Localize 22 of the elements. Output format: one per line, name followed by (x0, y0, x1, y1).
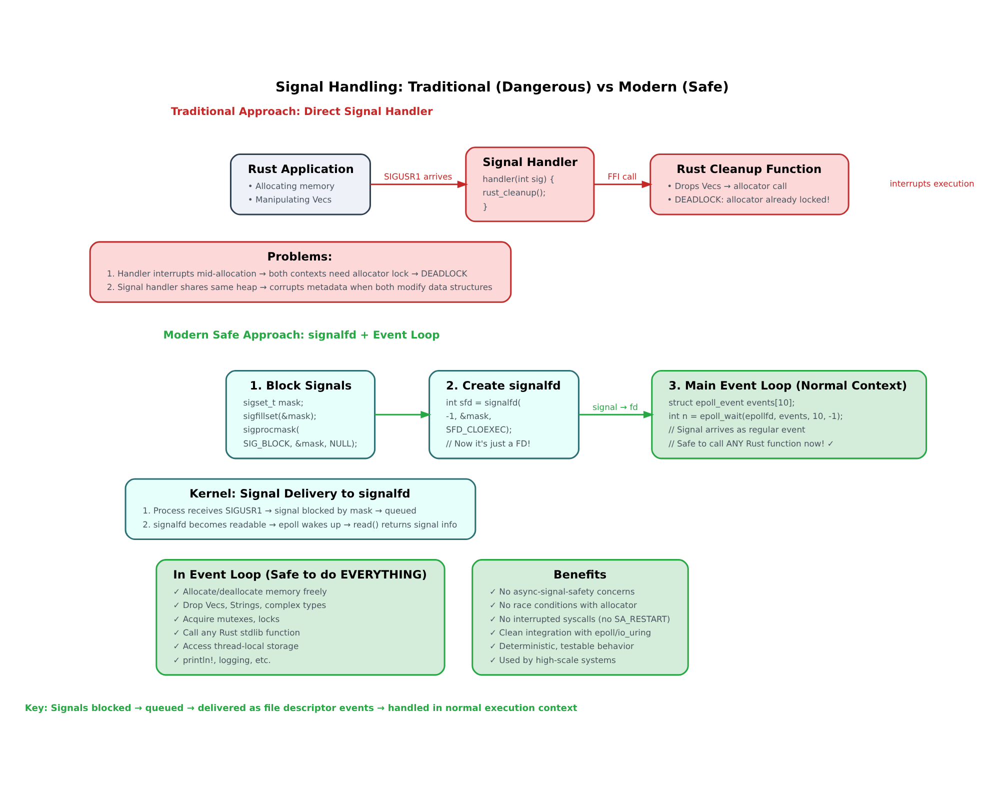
arrow (374, 410, 432, 418)
label: interrupts execution (890, 178, 974, 188)
node-box: Benefits ✓ No async-signal-safety concerns ✓ No race conditions with allocator ✓ No interrupted syscalls (no SA_RESTART) ✓ Clean integration with epoll/io_uring ✓ Deterministic, testable behavior ✓ Used by high-scale systems (472, 558, 689, 676)
edge-label: SIGUSR1 arrives (384, 171, 452, 182)
node-box: 1. Block Signals sigset_t mask; sigfillset(&mask); sigprocmask( SIG_BLOCK, &mask, NULL); (225, 370, 376, 459)
node-box: 2. Create signalfd int sfd = signalfd( -1, &mask, SFD_CLOEXEC); // Now it's just a FD! (428, 370, 580, 459)
node-box: Problems: 1. Handler interrupts mid-allocation → both contexts need allocator lock → DEADLOCK 2. Signal handler shares same heap → corrupts metadata when both modify data structures (89, 240, 512, 302)
caption: Key: Signals blocked → queued → delivered as file descriptor events → handled in normal execution context (24, 703, 578, 714)
arrow (594, 180, 652, 188)
label: Modern Safe Approach: signalfd + Event Loop (163, 328, 440, 342)
arrow (578, 410, 654, 418)
node-box: Rust Cleanup Function • Drops Vecs → allocator call • DEADLOCK: allocator already locked! (650, 153, 850, 215)
node-box: 3. Main Event Loop (Normal Context) struct epoll_event events[10]; int n = epoll_wait(epollfd, events, 10, -1); // Signal arrives as regular event // Safe to call ANY Rust function now! ✓ (651, 370, 928, 459)
arrow (370, 180, 468, 188)
edge-label: FFI call (608, 171, 637, 182)
label: Traditional Approach: Direct Signal Handler (170, 104, 433, 118)
node-box: Signal Handler handler(int sig) { rust_cleanup(); } (465, 146, 595, 222)
edge-label: signal → fd (592, 401, 638, 412)
node-box: In Event Loop (Safe to do EVERYTHING) ✓ Allocate/deallocate memory freely ✓ Drop Vecs, Strings, complex types ✓ Acquire mutexes, locks ✓ Call any Rust stdlib function ✓ Access thread-local storage ✓ println!, logging, etc. (156, 558, 446, 676)
diagram-title: Signal Handling: Traditional (Dangerous) vs Modern (Safe) (276, 78, 729, 95)
node-box: Kernel: Signal Delivery to signalfd 1. Process receives SIGUSR1 → signal blocked by mask → queued 2. signalfd becomes readable → epoll wakes up → read() returns signal info (124, 478, 476, 540)
node-box: Rust Application • Allocating memory • Manipulating Vecs (230, 153, 371, 215)
